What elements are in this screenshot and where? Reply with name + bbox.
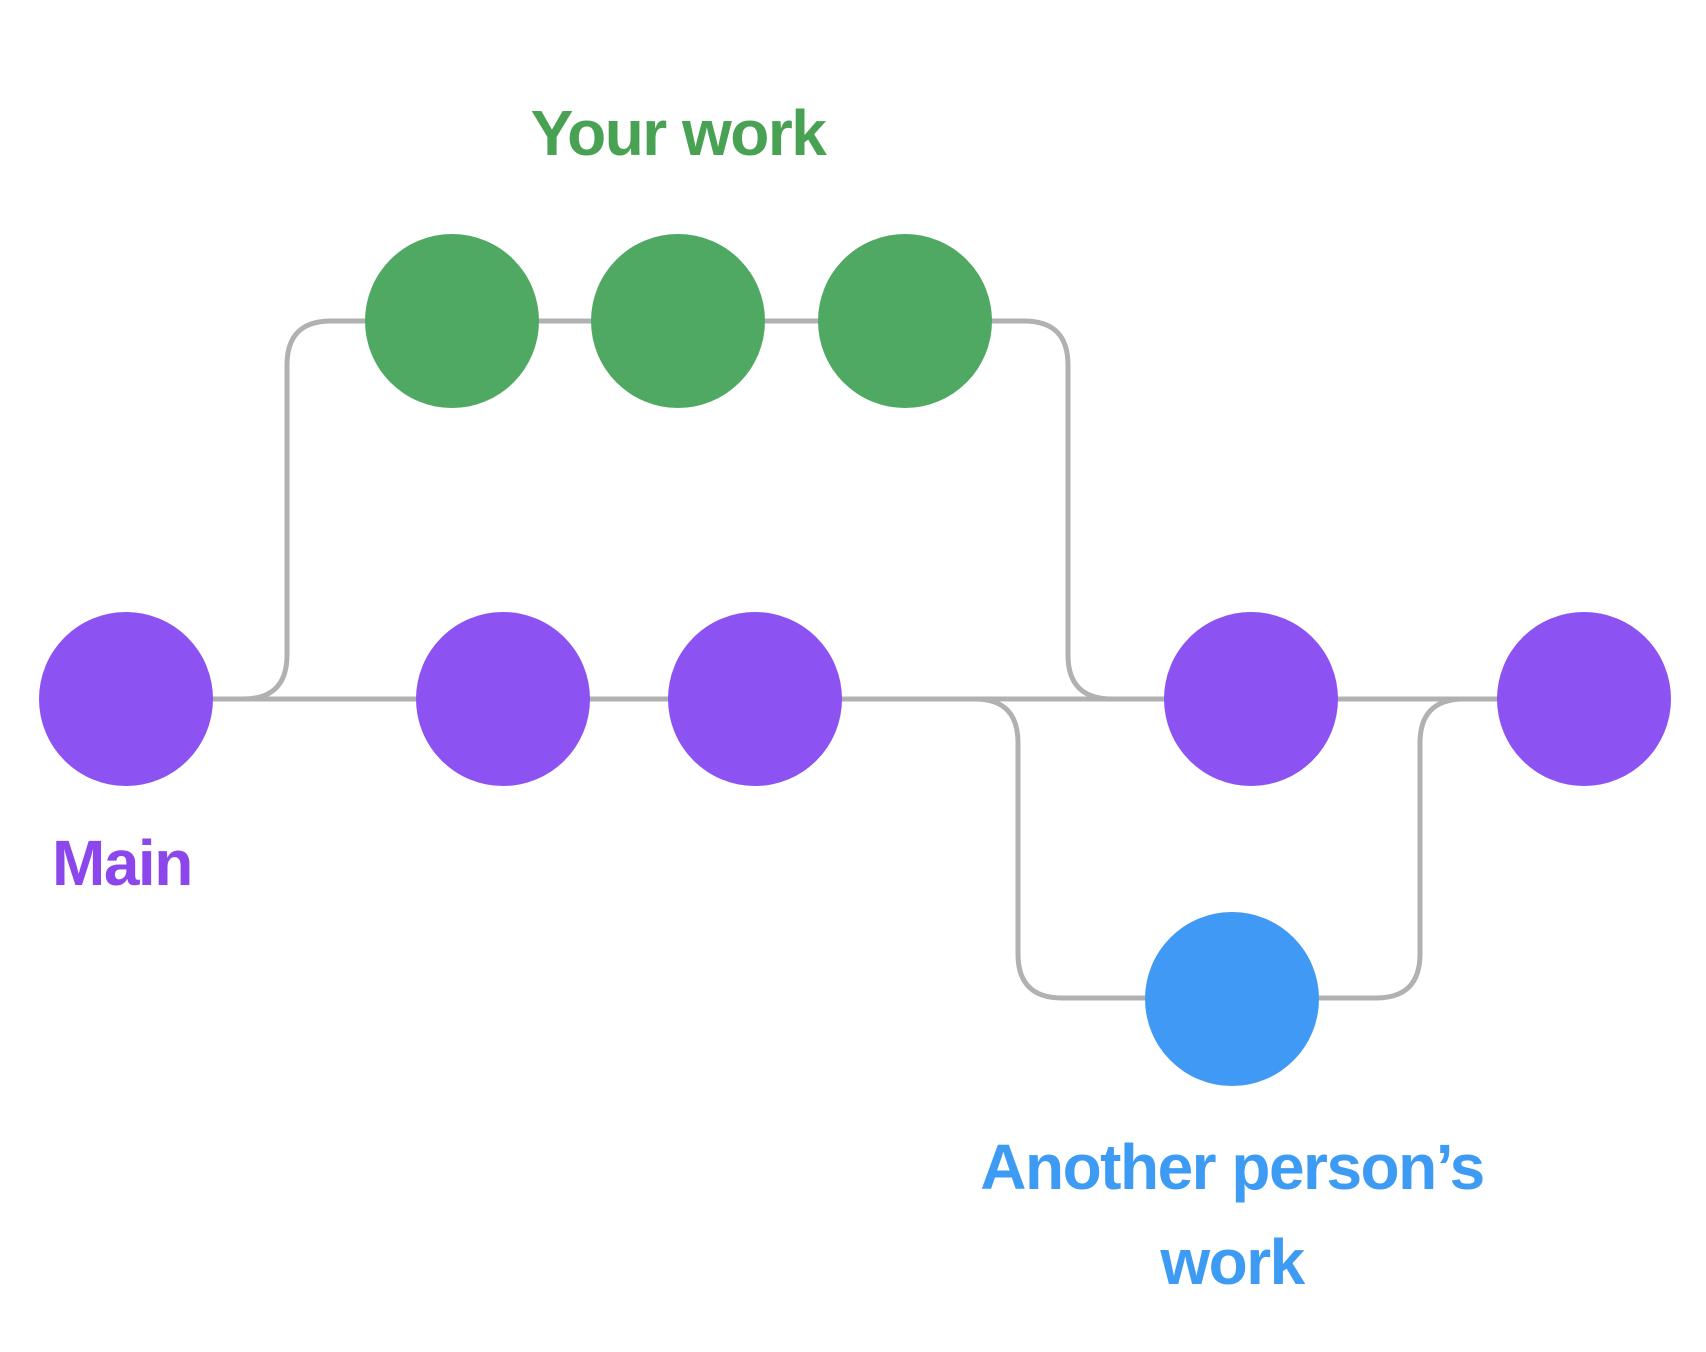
commit-node-main-3 bbox=[668, 612, 842, 786]
another-person-label: Another person’s work bbox=[980, 1131, 1485, 1298]
commit-node-main-5 bbox=[1497, 612, 1671, 786]
another-person-commits bbox=[1145, 912, 1319, 1086]
commit-node-main-1 bbox=[39, 612, 213, 786]
commit-node-your-work-3 bbox=[818, 234, 992, 408]
commit-node-main-2 bbox=[416, 612, 590, 786]
commit-node-another-person-1 bbox=[1145, 912, 1319, 1086]
main-commits bbox=[39, 612, 1671, 786]
commit-node-main-4 bbox=[1164, 612, 1338, 786]
main-label: Main bbox=[52, 827, 193, 899]
your-work-commits bbox=[365, 234, 992, 408]
another-person-branch-line bbox=[974, 696, 1500, 1001]
commit-node-your-work-2 bbox=[591, 234, 765, 408]
your-work-label: Your work bbox=[530, 97, 827, 169]
commit-node-your-work-1 bbox=[365, 234, 539, 408]
